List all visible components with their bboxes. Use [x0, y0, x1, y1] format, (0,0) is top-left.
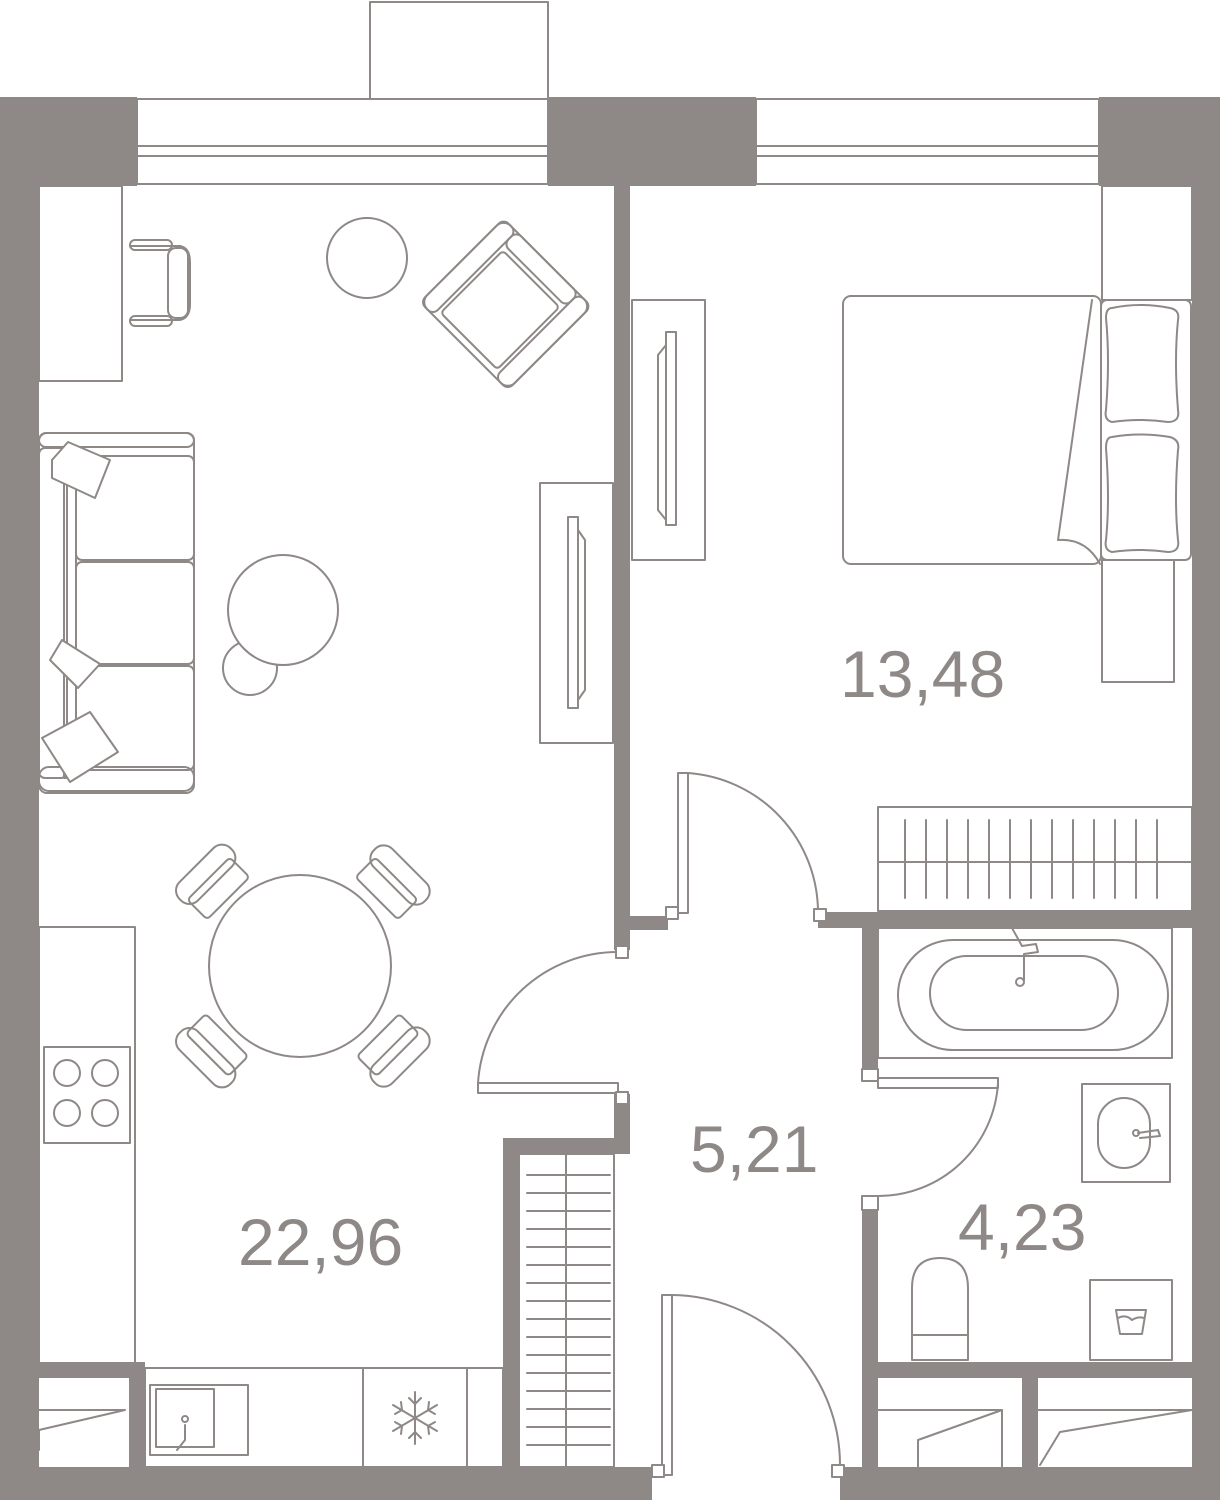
washbasin-icon	[1081, 1083, 1171, 1183]
bathtub-icon	[877, 927, 1173, 1059]
stove-icon	[43, 1046, 131, 1144]
dining-table-icon	[175, 843, 431, 1089]
room-area-bathroom: 4,23	[958, 1190, 1086, 1264]
window-bedroom	[755, 98, 1100, 185]
room-area-living: 22,96	[238, 1205, 403, 1279]
room-area-bedroom: 13,48	[840, 637, 1005, 711]
window-living	[136, 98, 549, 185]
desk-chair-icon	[129, 239, 191, 327]
toilet-icon	[911, 1257, 969, 1361]
kitchen-counter	[38, 926, 504, 1468]
walls	[0, 97, 1220, 1500]
desk-icon	[38, 185, 123, 382]
closet-kitchen	[38, 1409, 126, 1451]
sink-icon	[149, 1384, 249, 1456]
tv-icon	[539, 482, 614, 744]
coffee-table-icon	[222, 554, 339, 696]
laundry-basket-icon	[1089, 1279, 1173, 1361]
hallway-shelf	[518, 1153, 615, 1468]
door-icon	[477, 772, 999, 1478]
wardrobe-icon	[877, 806, 1193, 912]
snowflake-icon	[392, 1391, 438, 1445]
bed-icon	[842, 185, 1193, 683]
closet-bath	[877, 1409, 1193, 1468]
tv-bedroom-icon	[631, 299, 706, 561]
room-area-hallway: 5,21	[690, 1112, 818, 1186]
sofa-icon	[38, 432, 195, 794]
balcony-icon	[369, 1, 549, 100]
side-table-icon	[326, 217, 408, 299]
armchair-icon	[422, 220, 590, 388]
